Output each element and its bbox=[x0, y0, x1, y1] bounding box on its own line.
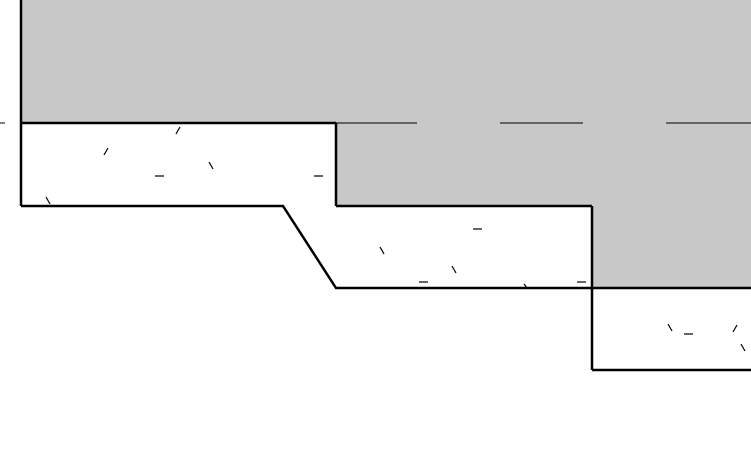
concrete-hatch bbox=[45, 126, 746, 352]
concrete-outline bbox=[19, 0, 751, 372]
gray-fill-region bbox=[21, 0, 751, 288]
